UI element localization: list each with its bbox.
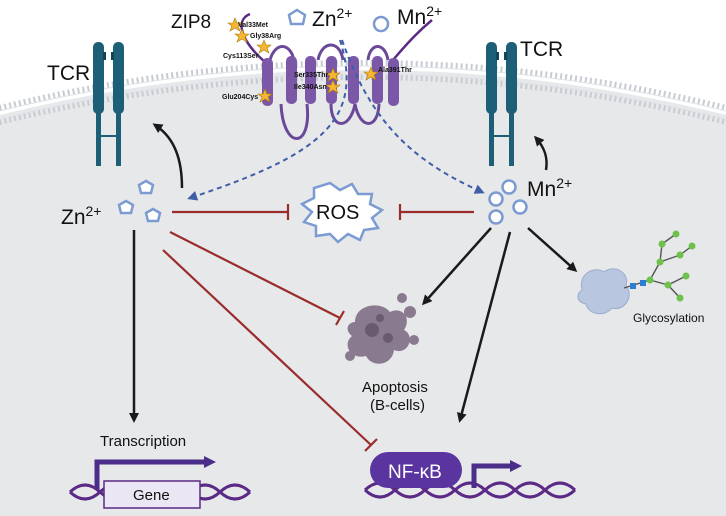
gene-label: Gene xyxy=(133,487,170,504)
mutation-star-icon xyxy=(325,67,341,82)
protein-icon xyxy=(577,268,630,315)
transcription-label: Transcription xyxy=(100,433,186,450)
zip8-label: ZIP8 xyxy=(171,12,211,33)
mutation-label: Ala391Thr xyxy=(378,67,412,74)
zinc-inhibits-ros xyxy=(172,204,290,220)
transcription-promoter-arrow xyxy=(94,456,216,490)
manganese-to-nfkb-arrow xyxy=(456,231,512,423)
zinc-to-tcr-arrow xyxy=(152,123,184,189)
mutation-star-icon xyxy=(325,79,341,94)
manganese-to-glycosylation-arrow xyxy=(527,227,578,272)
zip8-zinc-transport-arrow xyxy=(187,39,348,201)
manganese-ion-icon xyxy=(372,15,390,33)
zinc-ion-icon xyxy=(287,8,307,26)
manganese-ion-icon xyxy=(488,209,504,225)
mutation-label: Gly38Arg xyxy=(250,33,281,40)
apoptosis-sublabel: (B-cells) xyxy=(370,397,425,414)
zinc-inhibits-nfkb xyxy=(162,249,378,452)
cell-membrane xyxy=(0,60,726,126)
manganese-to-tcr-arrow xyxy=(533,135,548,171)
mutation-label: Glu204Cys xyxy=(222,94,258,101)
gene-box xyxy=(103,480,201,509)
tcr-left-label: TCR xyxy=(47,62,90,85)
mutation-label: Ile340Asn xyxy=(294,84,327,91)
manganese-ion-icon xyxy=(501,179,517,195)
mutation-star-icon xyxy=(234,28,250,43)
tcr-left-icon xyxy=(93,42,124,166)
tcr-right-label: TCR xyxy=(520,38,563,61)
zinc-intracellular-label: Zn2+ xyxy=(61,203,101,229)
apoptotic-cell-icon xyxy=(345,293,419,364)
ros-burst-icon xyxy=(299,181,385,244)
manganese-ion-icon xyxy=(488,191,504,207)
glycosylation-label: Glycosylation xyxy=(633,311,704,325)
tcr-right-icon xyxy=(486,42,517,166)
mutation-star-icon xyxy=(227,17,243,32)
mutation-markers xyxy=(227,17,379,103)
manganese-extracellular-label: Mn2+ xyxy=(397,3,442,29)
nfkb-label: NF-κB xyxy=(388,462,442,483)
zinc-ion-cluster xyxy=(117,179,162,223)
zip8-manganese-transport-arrow xyxy=(341,39,485,194)
zinc-ion-icon xyxy=(144,207,162,223)
mutation-star-icon xyxy=(363,66,379,81)
glycan-chain-icon xyxy=(623,230,696,302)
ros-label: ROS xyxy=(316,202,359,224)
zinc-inhibits-apoptosis xyxy=(169,231,345,326)
mutation-star-icon xyxy=(257,88,273,103)
zinc-ion-icon xyxy=(117,199,135,215)
zinc-ion-icon xyxy=(137,179,155,195)
manganese-ion-cluster xyxy=(488,179,528,225)
nfkb-protein xyxy=(370,452,462,488)
mutation-star-icon xyxy=(256,39,272,54)
manganese-inhibits-ros xyxy=(398,204,474,220)
apoptosis-label: Apoptosis xyxy=(362,379,428,396)
manganese-intracellular-label: Mn2+ xyxy=(527,175,572,201)
nfkb-promoter-arrow xyxy=(471,460,522,488)
manganese-ion-icon xyxy=(512,199,528,215)
mutation-label: Val33Met xyxy=(238,22,269,29)
zinc-extracellular-label: Zn2+ xyxy=(312,5,352,31)
mutation-label: Cys113Ser xyxy=(223,53,259,60)
mutation-label: Ser335Thr xyxy=(294,72,329,79)
manganese-to-apoptosis-arrow xyxy=(422,227,492,306)
